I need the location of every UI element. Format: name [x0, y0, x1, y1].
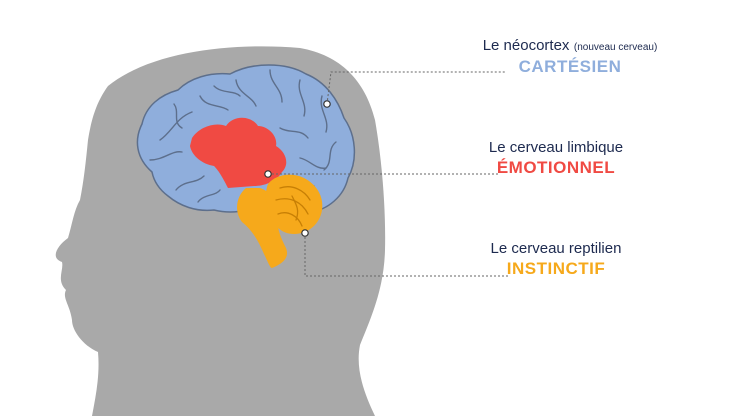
neocortex-note: (nouveau cerveau)	[573, 42, 658, 53]
neocortex-name: Le néocortex	[482, 37, 570, 54]
limbic-name: Le cerveau limbique	[488, 139, 624, 156]
cerebellum-folds	[275, 186, 311, 227]
reptilian-name: Le cerveau reptilien	[490, 240, 622, 257]
neocortex-name-line: Le néocortex (nouveau cerveau)	[470, 37, 670, 55]
label-limbic: Le cerveau limbique ÉMOTIONNEL	[466, 139, 646, 178]
reptilian-tag: INSTINCTIF	[506, 259, 606, 278]
limbic-region	[190, 117, 287, 188]
connector-neocortex	[326, 71, 506, 105]
label-reptilian: Le cerveau reptilien INSTINCTIF	[466, 240, 646, 279]
label-neocortex: Le néocortex (nouveau cerveau) CARTÉSIEN	[470, 37, 670, 77]
dot-limbic	[264, 170, 272, 178]
connector-lines	[268, 71, 508, 277]
limbic-tag: ÉMOTIONNEL	[496, 158, 616, 177]
dot-neocortex	[323, 100, 331, 108]
neocortex-tag: CARTÉSIEN	[518, 57, 622, 76]
reptilian-cerebellum	[265, 174, 323, 234]
dot-reptilian	[301, 229, 309, 237]
